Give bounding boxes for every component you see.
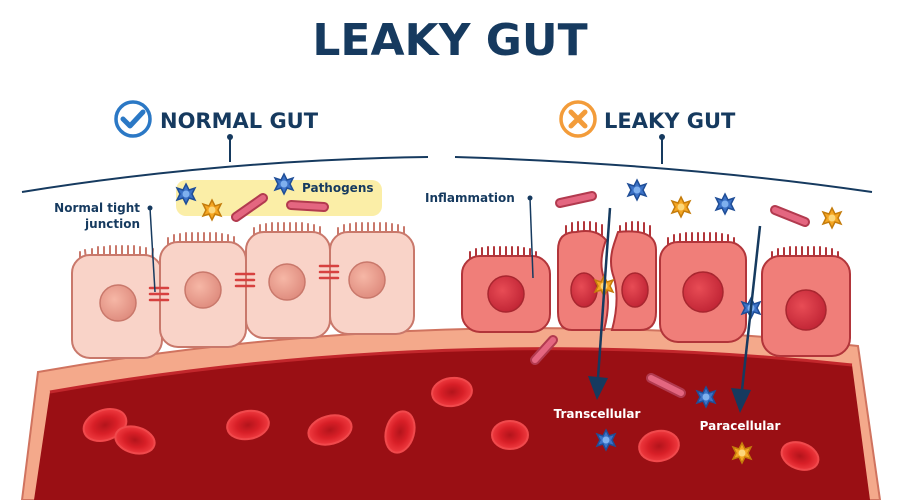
pathogen-blue xyxy=(175,182,197,206)
red-blood-cell xyxy=(226,409,270,441)
inflamed-cell xyxy=(659,232,747,343)
pathogen-blue xyxy=(714,192,736,216)
normal-bracket-line xyxy=(21,156,429,193)
tight-junction-label-line1: Normal tight xyxy=(54,201,140,215)
normal-pointer-dot xyxy=(227,134,233,140)
transcellular-arrow: Transcellular xyxy=(554,207,641,421)
red-blood-cell xyxy=(384,410,416,454)
rod-bacterium xyxy=(770,205,810,227)
inflammation-pointer xyxy=(529,197,534,279)
transcellular-label: Transcellular xyxy=(554,407,641,421)
pathogen-orange xyxy=(201,198,223,222)
pathogen-orange xyxy=(821,206,843,230)
cross-mark-icon xyxy=(568,109,588,129)
normal-gut-header: NORMAL GUT xyxy=(114,100,319,162)
red-blood-cell xyxy=(780,441,820,471)
tight-junction-pointer-dot xyxy=(147,205,153,211)
red-blood-cell xyxy=(307,414,353,446)
cell-nucleus xyxy=(570,272,598,308)
cell-nucleus xyxy=(348,261,386,299)
normal-gut-label: NORMAL GUT xyxy=(160,109,319,133)
vessel-inner-highlight xyxy=(49,347,853,394)
tight-junction-marks xyxy=(148,264,340,302)
rod-bacterium xyxy=(646,373,686,398)
cell-nucleus xyxy=(682,271,724,313)
tight-junction-annotation: Normal tight junction xyxy=(54,201,156,293)
cell-nucleus xyxy=(487,275,525,313)
red-blood-cell xyxy=(114,425,156,455)
leaky-gut-header: LEAKY GUT xyxy=(559,100,736,164)
leaky-bracket-line xyxy=(454,156,873,193)
pathogens-box: Pathogens xyxy=(176,180,382,216)
rod-bacterium xyxy=(530,335,558,365)
tight-junction-label-line2: junction xyxy=(84,217,140,231)
normal-cell xyxy=(159,232,247,348)
paracellular-arrow: Paracellular xyxy=(700,225,781,433)
rod-bacterium xyxy=(286,200,329,212)
cell-nucleus xyxy=(621,272,649,308)
pathogen-blue xyxy=(273,172,295,196)
normal-epithelium xyxy=(71,222,415,359)
pathogen-orange xyxy=(731,441,753,465)
leaky-gut-label: LEAKY GUT xyxy=(604,109,736,133)
inflamed-cell xyxy=(557,221,657,331)
normal-cell xyxy=(329,222,415,335)
red-blood-cell xyxy=(431,376,473,408)
rod-bacterium xyxy=(555,191,597,208)
red-blood-cell xyxy=(638,429,680,463)
cell-nucleus xyxy=(99,284,137,322)
pathogen-orange xyxy=(670,195,692,219)
inflammation-annotation: Inflammation xyxy=(425,191,534,279)
normal-cell xyxy=(245,222,331,339)
page-title: LEAKY GUT xyxy=(312,15,587,66)
paracellular-label: Paracellular xyxy=(700,419,781,433)
rod-bacterium xyxy=(231,193,268,222)
tight-junction-pointer xyxy=(149,207,156,293)
cell-nucleus xyxy=(785,289,827,331)
cell-nucleus xyxy=(184,271,222,309)
inflammation-label: Inflammation xyxy=(425,191,515,205)
pathogen-blue xyxy=(626,178,648,202)
check-mark-icon xyxy=(120,109,146,129)
pathogen-blue xyxy=(695,385,717,409)
leaky-epithelium xyxy=(461,221,851,357)
inflamed-cell xyxy=(461,246,551,333)
red-blood-cell xyxy=(491,420,529,450)
leaky-pointer-dot xyxy=(659,134,665,140)
rod-bacteria xyxy=(231,191,810,398)
normal-cell xyxy=(71,245,163,359)
inflamed-cell xyxy=(761,246,851,357)
pathogen-blue xyxy=(595,428,617,452)
pathogens-label: Pathogens xyxy=(302,181,374,195)
inflammation-pointer-dot xyxy=(527,195,533,201)
red-blood-cells xyxy=(82,376,820,471)
cell-nucleus xyxy=(268,263,306,301)
